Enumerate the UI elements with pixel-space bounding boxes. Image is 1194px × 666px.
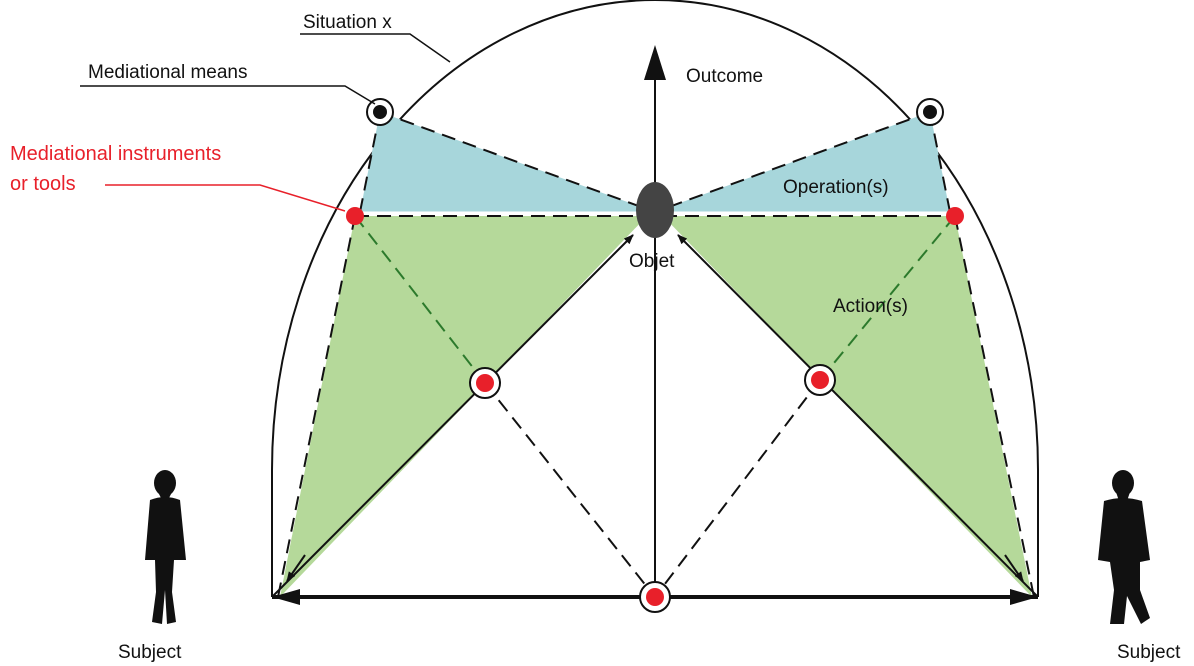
arrow-to-subject-left [286,554,306,582]
subject-right-silhouette [1098,470,1150,624]
instruments-leader [105,184,346,212]
instruments-label-line1: Mediational instruments [10,143,221,165]
mediational-means-label: Mediational means [88,62,247,83]
subject-left-silhouette [145,470,186,624]
instruments-label-line2: or tools [10,173,76,195]
instrument-dot-top-right [946,207,964,225]
base-arrow-left-head [272,589,300,605]
base-arrow-right-head [1010,589,1038,605]
subject-left-label: Subject [118,642,182,663]
situation-label: Situation x [303,12,392,33]
object-ellipse [636,182,674,238]
arrow-subject-right-to-object [677,234,1039,598]
instrument-dot-base [639,581,671,613]
outcome-arrowhead [644,45,666,80]
operation-zone-left [360,112,655,212]
operations-label: Operation(s) [783,177,889,198]
action-zone-left [280,216,647,597]
operation-zone-right [655,112,950,212]
situation-leader [300,33,451,63]
situation-dome [271,0,1039,597]
instrument-dot-top-left [346,207,364,225]
means-dot-right [916,98,944,126]
arrow-to-subject-right [1004,554,1024,582]
actions-label: Action(s) [833,296,908,317]
object-label: Objet [629,251,675,272]
instrument-links [354,215,956,384]
instrument-dot-mid-right [804,364,836,396]
instrument-dot-mid-left [469,367,501,399]
arrow-subject-left-to-object [271,234,634,598]
outcome-label: Outcome [686,66,763,87]
means-leader [80,85,376,105]
means-dot-left [366,98,394,126]
subject-right-label: Subject [1117,642,1181,663]
